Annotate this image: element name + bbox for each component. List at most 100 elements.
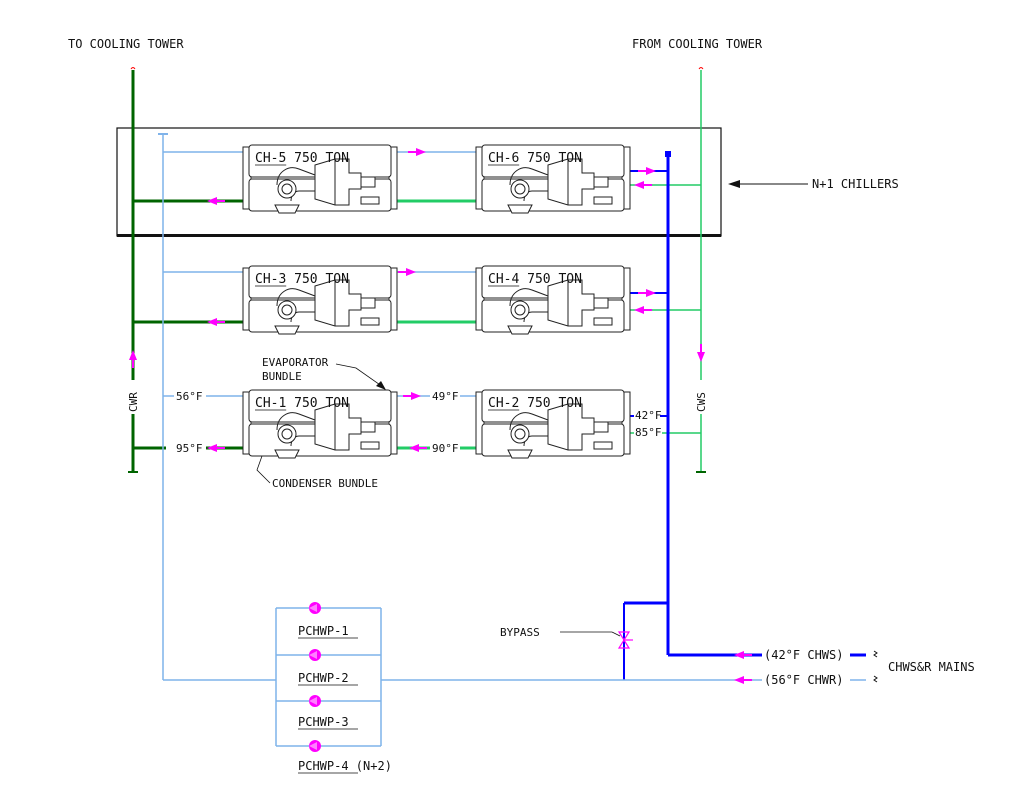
chiller-head-right — [388, 391, 398, 455]
pump-manifold: PCHWP-1 PCHWP-2 PCHWP-3 PCHWP-4 (N+2) — [275, 602, 392, 774]
chiller-foot — [274, 449, 300, 459]
flow-arrow-icon — [734, 676, 752, 684]
chws-header-cap — [665, 151, 671, 157]
flow-arrow-icon — [734, 651, 752, 659]
pump-3-label: PCHWP-3 — [298, 715, 349, 729]
bypass-leader-tip — [611, 631, 621, 637]
motor-end — [593, 421, 609, 433]
temp-cond-mid: 90°F — [432, 442, 459, 455]
control-box — [593, 441, 613, 450]
chiller-foot — [274, 204, 300, 214]
chiller-label: CH-6 750 TON — [488, 151, 582, 166]
cws-label: CWS — [695, 392, 708, 412]
temp-mask-2 — [430, 388, 460, 402]
control-box — [593, 196, 613, 205]
condenser-leader — [256, 455, 271, 484]
to-cooling-tower-label: TO COOLING TOWER — [68, 37, 184, 51]
cwr-label: CWR — [127, 392, 140, 412]
chiller-foot — [274, 325, 300, 335]
evaporator-leader — [335, 363, 384, 388]
flow-arrow-icon — [207, 318, 225, 326]
flow-arrow-icon — [207, 197, 225, 205]
chiller-ch-5: CH-5 750 TON — [242, 144, 398, 214]
cwr-label-mask — [126, 380, 140, 414]
chiller-label: CH-2 750 TON — [488, 396, 582, 411]
chiller-head-left — [475, 146, 485, 210]
motor-end — [593, 176, 609, 188]
chwr-label: (56°F CHWR) — [764, 673, 843, 687]
pump-1-icon — [309, 602, 321, 614]
bypass-label: BYPASS — [500, 626, 540, 639]
flow-arrow-icon — [634, 306, 652, 314]
flow-arrow-icon — [638, 167, 656, 175]
temp-evap-out: 42°F — [635, 409, 662, 422]
control-box — [360, 441, 380, 450]
flow-arrow-icon — [408, 148, 426, 156]
chiller-label: CH-3 750 TON — [255, 272, 349, 287]
flow-arrow-icon — [634, 181, 652, 189]
volute-ring — [510, 424, 530, 444]
flow-arrow-icon — [638, 289, 656, 297]
compressor-motor — [547, 158, 595, 206]
motor-end — [360, 297, 376, 309]
flow-arrow-icon — [409, 444, 427, 452]
chws-label: (42°F CHWS) — [764, 648, 843, 662]
chiller-head-left — [242, 267, 252, 331]
control-box — [360, 317, 380, 326]
cws-label-mask — [694, 380, 708, 414]
temp-mask-5 — [430, 441, 460, 455]
control-box — [360, 196, 380, 205]
bypass-valve-icon — [617, 631, 633, 649]
flow-arrow-icon — [697, 344, 705, 362]
pump-2-label: PCHWP-2 — [298, 671, 349, 685]
evaporator-bundle-label-1: EVAPORATOR — [262, 356, 329, 369]
pump-4-icon — [309, 740, 321, 752]
chws-break-icon — [873, 650, 878, 658]
temp-cond-in: 85°F — [635, 426, 662, 439]
volute-ring — [277, 300, 297, 320]
volute-inner — [281, 428, 293, 440]
chiller-head-right — [621, 267, 631, 331]
chiller-head-left — [242, 146, 252, 210]
chiller-label: CH-1 750 TON — [255, 396, 349, 411]
chiller-label: CH-4 750 TON — [488, 272, 582, 287]
chiller-ch-6: CH-6 750 TON — [475, 144, 631, 214]
chiller-head-right — [621, 146, 631, 210]
temp-evap-in: 56°F — [176, 390, 203, 403]
chiller-ch-4: CH-4 750 TON — [475, 265, 631, 335]
n1-chillers-label: N+1 CHILLERS — [812, 177, 899, 191]
cwr-break-mark — [130, 67, 136, 70]
volute-inner — [514, 428, 526, 440]
pump-3-icon — [309, 695, 321, 707]
chiller-ch-2: CH-2 750 TON — [475, 389, 631, 459]
motor-end — [593, 297, 609, 309]
compressor-motor — [314, 158, 362, 206]
chiller-head-left — [475, 391, 485, 455]
chiller-label: CH-5 750 TON — [255, 151, 349, 166]
motor-end — [360, 421, 376, 433]
chiller-ch-1: CH-1 750 TON — [242, 389, 398, 459]
chiller-head-right — [621, 391, 631, 455]
chilled-water-piping — [158, 133, 866, 681]
chiller-foot — [507, 449, 533, 459]
control-box — [593, 317, 613, 326]
volute-inner — [281, 183, 293, 195]
temp-evap-mid: 49°F — [432, 390, 459, 403]
compressor-motor — [314, 279, 362, 327]
temp-cond-out: 95°F — [176, 442, 203, 455]
chillers: CH-5 750 TON CH-6 750 TON CH-3 750 TON CH-4… — [242, 144, 631, 459]
compressor-motor — [314, 403, 362, 451]
n1-arrow-icon — [728, 180, 740, 188]
volute-ring — [277, 179, 297, 199]
chiller-head-right — [388, 146, 398, 210]
n1-box-shadow — [117, 234, 721, 237]
evaporator-bundle-label-2: BUNDLE — [262, 370, 302, 383]
chwr-break-icon — [873, 675, 878, 683]
flow-arrow-icon — [129, 350, 137, 368]
chiller-head-left — [242, 391, 252, 455]
temp-mask-3 — [634, 408, 660, 422]
chiller-ch-3: CH-3 750 TON — [242, 265, 398, 335]
compressor-motor — [547, 279, 595, 327]
temp-mask-6 — [634, 425, 662, 439]
